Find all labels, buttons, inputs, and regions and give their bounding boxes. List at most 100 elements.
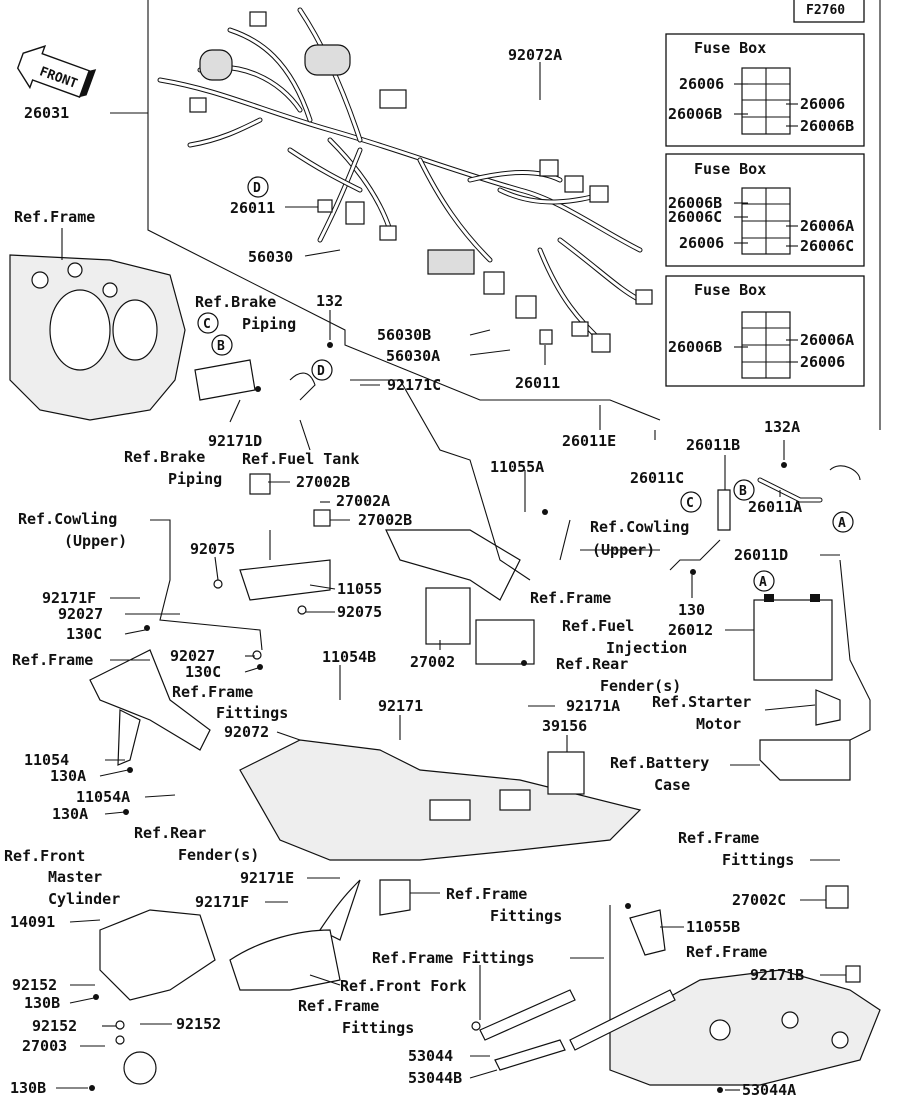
callout: 92171C xyxy=(387,376,441,394)
svg-text:B: B xyxy=(217,339,225,354)
ref-label: (Upper) xyxy=(64,532,127,550)
marker-c xyxy=(197,312,219,334)
ref-label: Ref.Battery xyxy=(610,754,709,772)
connector-icon xyxy=(539,329,553,345)
callout: 92171F xyxy=(42,589,96,607)
marker-b xyxy=(733,479,755,501)
ref-label: Ref.Cowling xyxy=(590,518,689,536)
fuse-label: 26006C xyxy=(668,208,722,226)
ref-label: Case xyxy=(654,776,690,794)
ref-label: Piping xyxy=(168,470,222,488)
frame-outline-rear xyxy=(609,969,881,1086)
marker-b xyxy=(211,334,233,356)
callout: 92171D xyxy=(208,432,262,450)
ecu-connector-icon xyxy=(427,249,475,275)
callout: 92027 xyxy=(58,605,103,623)
bracket-11054-icon xyxy=(117,709,141,766)
callout: 92152 xyxy=(12,976,57,994)
ref-label: Ref.Frame xyxy=(172,683,253,701)
callout: 11054A xyxy=(76,788,130,806)
connector-icon xyxy=(379,225,397,241)
bracket-92171C-icon xyxy=(350,379,531,581)
callout: 27002 xyxy=(410,653,455,671)
relay-27002B-icon xyxy=(313,509,331,527)
connector-icon xyxy=(249,11,267,27)
callout: 92075 xyxy=(190,540,235,558)
fuse-box-title: Fuse Box xyxy=(694,281,766,299)
ref-label: Motor xyxy=(696,715,741,733)
callout: 26011A xyxy=(748,498,802,516)
svg-text:D: D xyxy=(253,181,261,196)
frame-outline-left xyxy=(9,254,186,421)
callout: 27002B xyxy=(296,473,350,491)
ref-label: Fittings xyxy=(722,851,794,869)
fuse-label: 26006 xyxy=(800,353,845,371)
ref-label: Ref.Fuel Tank xyxy=(242,450,359,468)
connector-icon xyxy=(539,159,559,177)
fuse-box-3: Fuse Box 26006B 26006A 26006 xyxy=(665,275,865,387)
callout: 26031 xyxy=(24,104,69,122)
relay-box-39156-icon xyxy=(547,751,585,795)
callout: 26011 xyxy=(515,374,560,392)
ref-label: Ref.Fuel xyxy=(562,617,634,635)
callout: 92171B xyxy=(750,966,804,984)
ref-label: Ref.Cowling xyxy=(18,510,117,528)
seal-strip-icon xyxy=(569,989,676,1051)
callout: 92072A xyxy=(508,46,562,64)
svg-text:D: D xyxy=(317,364,325,379)
ref-label: Ref.Frame xyxy=(298,997,379,1015)
callout: 92075 xyxy=(337,603,382,621)
ref-label: Ref.Front xyxy=(4,847,85,865)
callout: 27002C xyxy=(732,891,786,909)
fuse-box-title: Fuse Box xyxy=(694,160,766,178)
brake-bracket-icon xyxy=(194,359,256,401)
bolts xyxy=(89,342,787,1093)
battery-terminal-icon xyxy=(810,594,820,602)
callout: 56030B xyxy=(377,326,431,344)
callout: 130B xyxy=(24,994,60,1012)
callout: 130C xyxy=(66,625,102,643)
ref-label: Ref.Frame xyxy=(446,885,527,903)
battery-case-icon xyxy=(759,739,851,781)
marker-c xyxy=(680,491,702,513)
ref-label: Ref.Frame Fittings xyxy=(372,949,535,967)
svg-text:A: A xyxy=(759,575,767,590)
ref-label: Ref.Brake xyxy=(124,448,205,466)
bracket-11055A-icon xyxy=(385,529,521,601)
connector-icon xyxy=(317,199,333,213)
fuse-box-1: Fuse Box 26006 26006B 26006 26006B xyxy=(665,33,865,147)
connector-icon xyxy=(304,44,351,76)
battery-icon xyxy=(753,599,833,681)
connector-icon xyxy=(189,97,207,113)
connector-icon xyxy=(483,271,505,295)
callout: 27002B xyxy=(358,511,412,529)
ref-label: Fittings xyxy=(490,907,562,925)
fuse-label: 26006B xyxy=(668,338,722,356)
callout: 27002A xyxy=(336,492,390,510)
svg-text:C: C xyxy=(686,496,694,511)
ref-label: Fittings xyxy=(216,704,288,722)
connector-icon xyxy=(591,333,611,353)
battery-terminal-icon xyxy=(764,594,774,602)
callout: 27003 xyxy=(22,1037,67,1055)
bracket-11055B-icon xyxy=(629,909,666,956)
diagram-code: F2760 xyxy=(806,3,845,18)
callout: 53044B xyxy=(408,1069,462,1087)
rear-fender-tray xyxy=(239,739,642,861)
fuse-label: 26006 xyxy=(679,75,724,93)
connector-icon xyxy=(379,89,407,109)
callout: 39156 xyxy=(542,717,587,735)
callout: 53044 xyxy=(408,1047,453,1065)
ref-label: Ref.Rear xyxy=(134,824,206,842)
ref-label: Cylinder xyxy=(48,890,120,908)
seal-53044-icon xyxy=(479,989,576,1041)
bracket-11054-icon xyxy=(89,649,211,751)
ref-label: Fittings xyxy=(342,1019,414,1037)
callout: 26011 xyxy=(230,199,275,217)
callout: 53044A xyxy=(742,1081,796,1099)
connector-icon xyxy=(564,175,584,193)
ref-label: Fender(s) xyxy=(178,846,259,864)
marker-a xyxy=(753,570,775,592)
callout: 11054B xyxy=(322,648,376,666)
ref-label: Injection xyxy=(606,639,687,657)
